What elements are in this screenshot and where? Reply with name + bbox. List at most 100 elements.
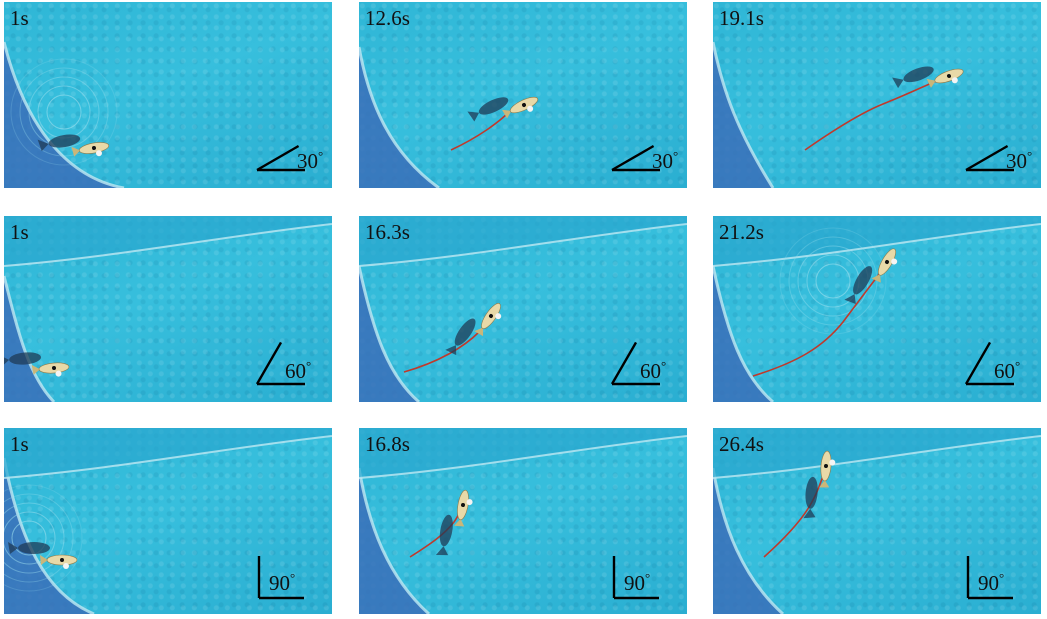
- angle-arm-line: [610, 341, 638, 385]
- trajectory-path: [763, 465, 827, 558]
- fish-shadow: [805, 476, 818, 509]
- pool-scene: [713, 41, 1014, 188]
- fish-marker: [947, 74, 951, 78]
- time-label: 19.1s: [719, 6, 764, 30]
- pool-top-band: [359, 428, 687, 478]
- fish-fin: [466, 499, 473, 506]
- frame-panel-r1c1: 1s 30°: [4, 2, 332, 188]
- ripple: [4, 493, 74, 583]
- angle-arm-line: [256, 144, 300, 172]
- trajectory-path: [403, 315, 492, 373]
- time-label: 1s: [10, 6, 29, 30]
- fish-tail: [871, 274, 881, 283]
- pool-edge: [4, 276, 54, 402]
- pool-edge: [713, 42, 773, 188]
- ripple: [4, 484, 83, 592]
- fish-fin: [95, 150, 102, 157]
- pool-edge-border: [359, 46, 440, 188]
- fish-shadow: [853, 266, 873, 295]
- ripple: [19, 67, 109, 157]
- fish-shadow: [18, 542, 50, 554]
- fish-shadow-tail: [844, 294, 856, 305]
- time-label: 16.3s: [365, 220, 410, 244]
- pool-top-band-border: [359, 435, 687, 479]
- fish-tail: [71, 146, 81, 157]
- fish-marker: [824, 464, 828, 468]
- fish-tail: [474, 327, 484, 337]
- frame-panel-r2c1: 1s 60°: [4, 216, 332, 402]
- fish-shadow-tail: [467, 111, 480, 122]
- fish-fin: [527, 105, 534, 112]
- angle-label: 60°: [640, 359, 666, 382]
- ripple: [788, 236, 878, 326]
- frame-panel-r1c3: 19.1s 30°: [713, 2, 1041, 188]
- robot-fish: [892, 66, 964, 89]
- angle-value: 90: [624, 571, 645, 595]
- fish-fin: [63, 563, 69, 569]
- trajectory-path: [409, 504, 464, 558]
- pool-top-band: [4, 428, 332, 478]
- angle-label: 30°: [1006, 149, 1032, 172]
- fish-marker: [92, 146, 96, 150]
- fish-shadow-tail: [892, 77, 904, 89]
- fish-shadow: [48, 134, 81, 148]
- pool-scene: [359, 46, 660, 188]
- fish-tail: [31, 364, 41, 375]
- degree-symbol: °: [290, 570, 296, 585]
- ripple: [4, 502, 65, 574]
- fish-shadow-tail: [445, 345, 457, 356]
- pool-edge-border: [713, 41, 775, 188]
- angle-arm-line: [964, 341, 992, 385]
- angle-value: 30: [297, 149, 318, 173]
- angle-value: 30: [652, 149, 673, 173]
- pool-edge: [359, 468, 429, 614]
- robot-fish: [4, 352, 70, 377]
- fish-marker: [52, 366, 56, 370]
- angle-label: 60°: [285, 359, 311, 382]
- ripple: [10, 58, 118, 166]
- time-label: 1s: [10, 220, 29, 244]
- ripple: [4, 511, 56, 565]
- fish-marker: [885, 260, 889, 264]
- time-label: 1s: [10, 432, 29, 456]
- angle-value: 90: [269, 571, 290, 595]
- degree-symbol: °: [673, 148, 679, 163]
- angle-arm-line: [255, 341, 283, 385]
- angle-value: 60: [994, 359, 1015, 383]
- pool-top-band-border: [713, 223, 1041, 267]
- degree-symbol: °: [1015, 358, 1021, 373]
- degree-symbol: °: [318, 148, 324, 163]
- pool-edge-border: [359, 467, 431, 614]
- pool-edge: [4, 458, 94, 614]
- fish-fin: [891, 258, 898, 265]
- trajectory-path: [804, 75, 950, 151]
- angle-value: 90: [978, 571, 999, 595]
- ripple: [46, 94, 82, 130]
- pool-edge-border: [4, 41, 125, 188]
- pool-edge: [713, 468, 783, 614]
- pool-scene: [4, 216, 332, 402]
- pool-edge: [713, 266, 773, 402]
- pool-edge-border: [4, 275, 56, 402]
- robot-fish: [467, 96, 539, 122]
- robot-fish: [8, 542, 78, 569]
- fish-tail: [819, 479, 830, 488]
- pool-top-band: [713, 216, 1041, 266]
- frame-panel-r2c2: 16.3s 60°: [359, 216, 687, 402]
- fish-marker: [60, 558, 64, 562]
- angle-value: 60: [285, 359, 306, 383]
- degree-symbol: °: [1027, 148, 1033, 163]
- angle-label: 90°: [624, 571, 650, 594]
- angle-label: 60°: [994, 359, 1020, 382]
- angle-arm-line: [965, 144, 1009, 172]
- fish-shadow-tail: [8, 542, 18, 554]
- robot-fish: [445, 303, 502, 356]
- fish-shadow-tail: [435, 546, 449, 556]
- fish-shadow: [454, 318, 476, 346]
- pool-scene: [359, 216, 687, 402]
- pool-edge: [359, 266, 419, 402]
- pool-top-band: [713, 428, 1041, 478]
